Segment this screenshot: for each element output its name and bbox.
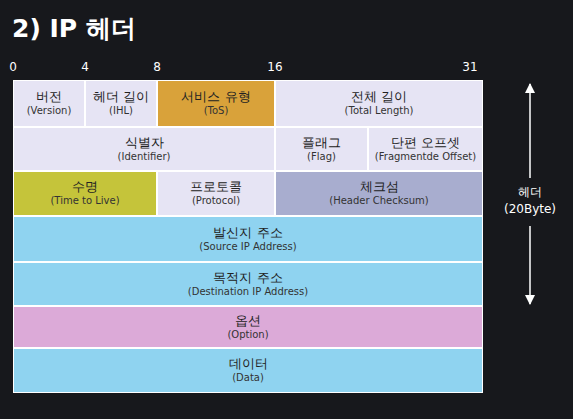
field-english: (Option) — [227, 329, 268, 342]
header-field: 단편 오프셋(Fragmentde Offset) — [368, 127, 483, 171]
bit-number: 16 — [267, 60, 282, 74]
field-name: 체크섬 — [360, 179, 399, 195]
header-field: 헤더 길이(IHL) — [85, 80, 157, 127]
header-field: 서비스 유형(ToS) — [157, 80, 275, 127]
field-name: 플래그 — [302, 135, 341, 151]
header-field: 체크섬(Header Checksum) — [275, 171, 483, 216]
field-english: (Data) — [232, 372, 264, 385]
field-english: (Identifier) — [118, 151, 171, 164]
field-name: 발신지 주소 — [213, 225, 282, 241]
field-name: 식별자 — [125, 135, 164, 151]
field-name: 옵션 — [235, 313, 261, 329]
field-name: 전체 길이 — [351, 89, 407, 105]
header-field: 버전(Version) — [13, 80, 85, 127]
field-english: (Time to Live) — [50, 195, 119, 208]
field-english: (IHL) — [109, 105, 133, 118]
field-name: 수명 — [72, 179, 98, 195]
field-name: 단편 오프셋 — [391, 135, 460, 151]
field-english: (Fragmentde Offset) — [375, 151, 476, 164]
field-name: 서비스 유형 — [181, 89, 250, 105]
field-name: 헤더 길이 — [93, 89, 149, 105]
header-field: 플래그(Flag) — [275, 127, 368, 171]
field-name: 목적지 주소 — [213, 270, 282, 286]
slide-title: 2) IP 헤더 — [12, 12, 136, 45]
header-field: 발신지 주소(Source IP Address) — [13, 216, 483, 262]
field-english: (Source IP Address) — [199, 241, 296, 254]
field-english: (Flag) — [307, 151, 336, 164]
bit-number: 31 — [462, 60, 477, 74]
field-english: (Version) — [27, 105, 72, 118]
header-field: 수명(Time to Live) — [13, 171, 157, 216]
field-english: (Total Length) — [345, 105, 414, 118]
span-label: (20Byte) — [504, 202, 556, 216]
span-arrow — [529, 84, 531, 178]
bit-number: 4 — [81, 60, 89, 74]
field-name: 프로토콜 — [190, 179, 242, 195]
bit-number: 0 — [9, 60, 17, 74]
header-field: 식별자(Identifier) — [13, 127, 275, 171]
field-english: (Protocol) — [192, 195, 240, 208]
field-english: (Destination IP Address) — [188, 286, 308, 299]
header-field: 전체 길이(Total Length) — [275, 80, 483, 127]
field-english: (ToS) — [204, 105, 229, 118]
header-field: 프로토콜(Protocol) — [157, 171, 275, 216]
header-field: 옵션(Option) — [13, 306, 483, 348]
bit-number: 8 — [153, 60, 161, 74]
field-name: 버전 — [36, 89, 62, 105]
span-label: 헤더 — [518, 184, 542, 201]
header-field: 데이터(Data) — [13, 348, 483, 393]
span-arrow — [529, 226, 531, 304]
field-english: (Header Checksum) — [329, 195, 428, 208]
field-name: 데이터 — [229, 356, 268, 372]
header-field: 목적지 주소(Destination IP Address) — [13, 262, 483, 306]
